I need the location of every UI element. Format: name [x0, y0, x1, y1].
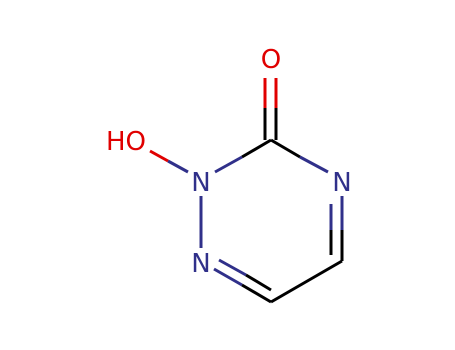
atom-label-n2: N [191, 168, 210, 198]
bond-c5-n4-double [329, 196, 344, 261]
atom-label-carbonyl-oxygen: O [261, 45, 281, 75]
bond-n1-c6-double [213, 258, 272, 304]
bond-c3-o-double [263, 78, 278, 140]
bond-c3-n2 [214, 138, 272, 174]
bond-c3-n4 [270, 138, 329, 174]
atom-label-n4: N [332, 168, 351, 198]
atom-label-n1: N [191, 249, 210, 279]
atom-label-hydroxyl: HO [106, 127, 146, 157]
bond-n2-oh [149, 149, 189, 174]
bond-c6-c5 [270, 259, 343, 304]
